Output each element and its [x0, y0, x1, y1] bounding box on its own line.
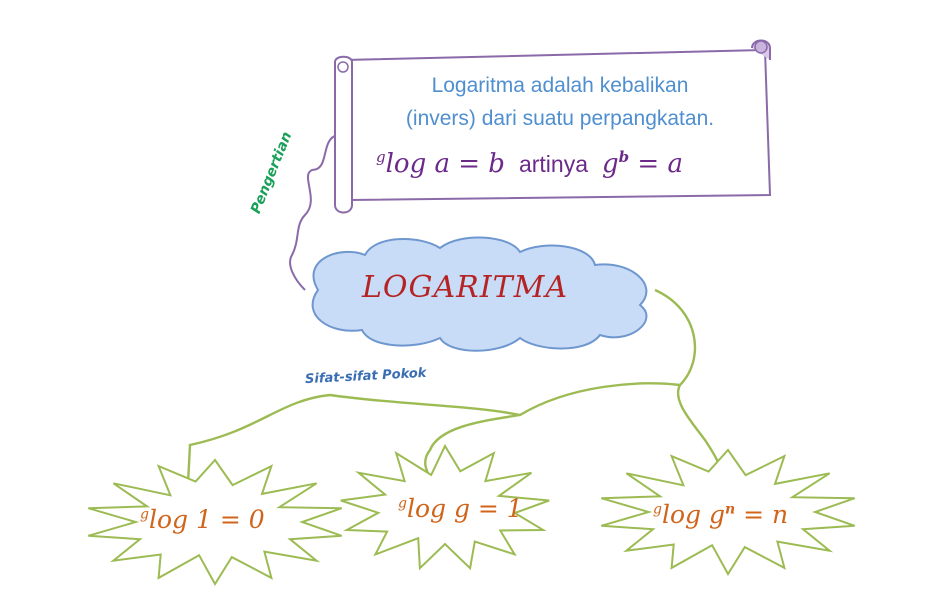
central-title: LOGARITMA: [362, 270, 568, 305]
central-cloud: [311, 236, 648, 352]
definition-line-2: (invers) dari suatu perpangkatan.: [405, 107, 715, 130]
connector-main-branch: [186, 382, 681, 484]
connector-middle-branch: [424, 413, 521, 481]
formula-right-rest: = a: [629, 149, 683, 179]
property-3: glog gn = n: [653, 500, 788, 529]
property-3-body-pre: log g: [661, 500, 725, 529]
formula-log: log a = b: [385, 149, 505, 179]
definition-scroll: [334, 39, 772, 214]
property-1-sup: g: [140, 506, 149, 523]
property-1-body: log 1 = 0: [148, 505, 265, 534]
formula-right-base: g: [602, 149, 619, 179]
property-2-sup: g: [398, 495, 407, 512]
property-3-exp: n: [724, 501, 736, 518]
connector-pengertian: [289, 134, 338, 291]
starburst-3: [601, 448, 856, 576]
formula-base-sup: g: [376, 148, 386, 167]
definition-line-1: Logaritma adalah kebalikan: [431, 74, 689, 97]
property-2: glog g = 1: [398, 494, 523, 523]
starburst-2: [340, 443, 550, 571]
starburst-1: [88, 458, 343, 586]
formula-right-sup: b: [618, 148, 630, 167]
property-3-body-post: = n: [735, 500, 789, 529]
property-1: glog 1 = 0: [140, 505, 265, 534]
connector-right-branch: [654, 288, 724, 491]
property-2-body: log g = 1: [406, 494, 523, 523]
property-3-sup: g: [653, 501, 662, 518]
formula-middle-word: artinya: [518, 151, 588, 177]
